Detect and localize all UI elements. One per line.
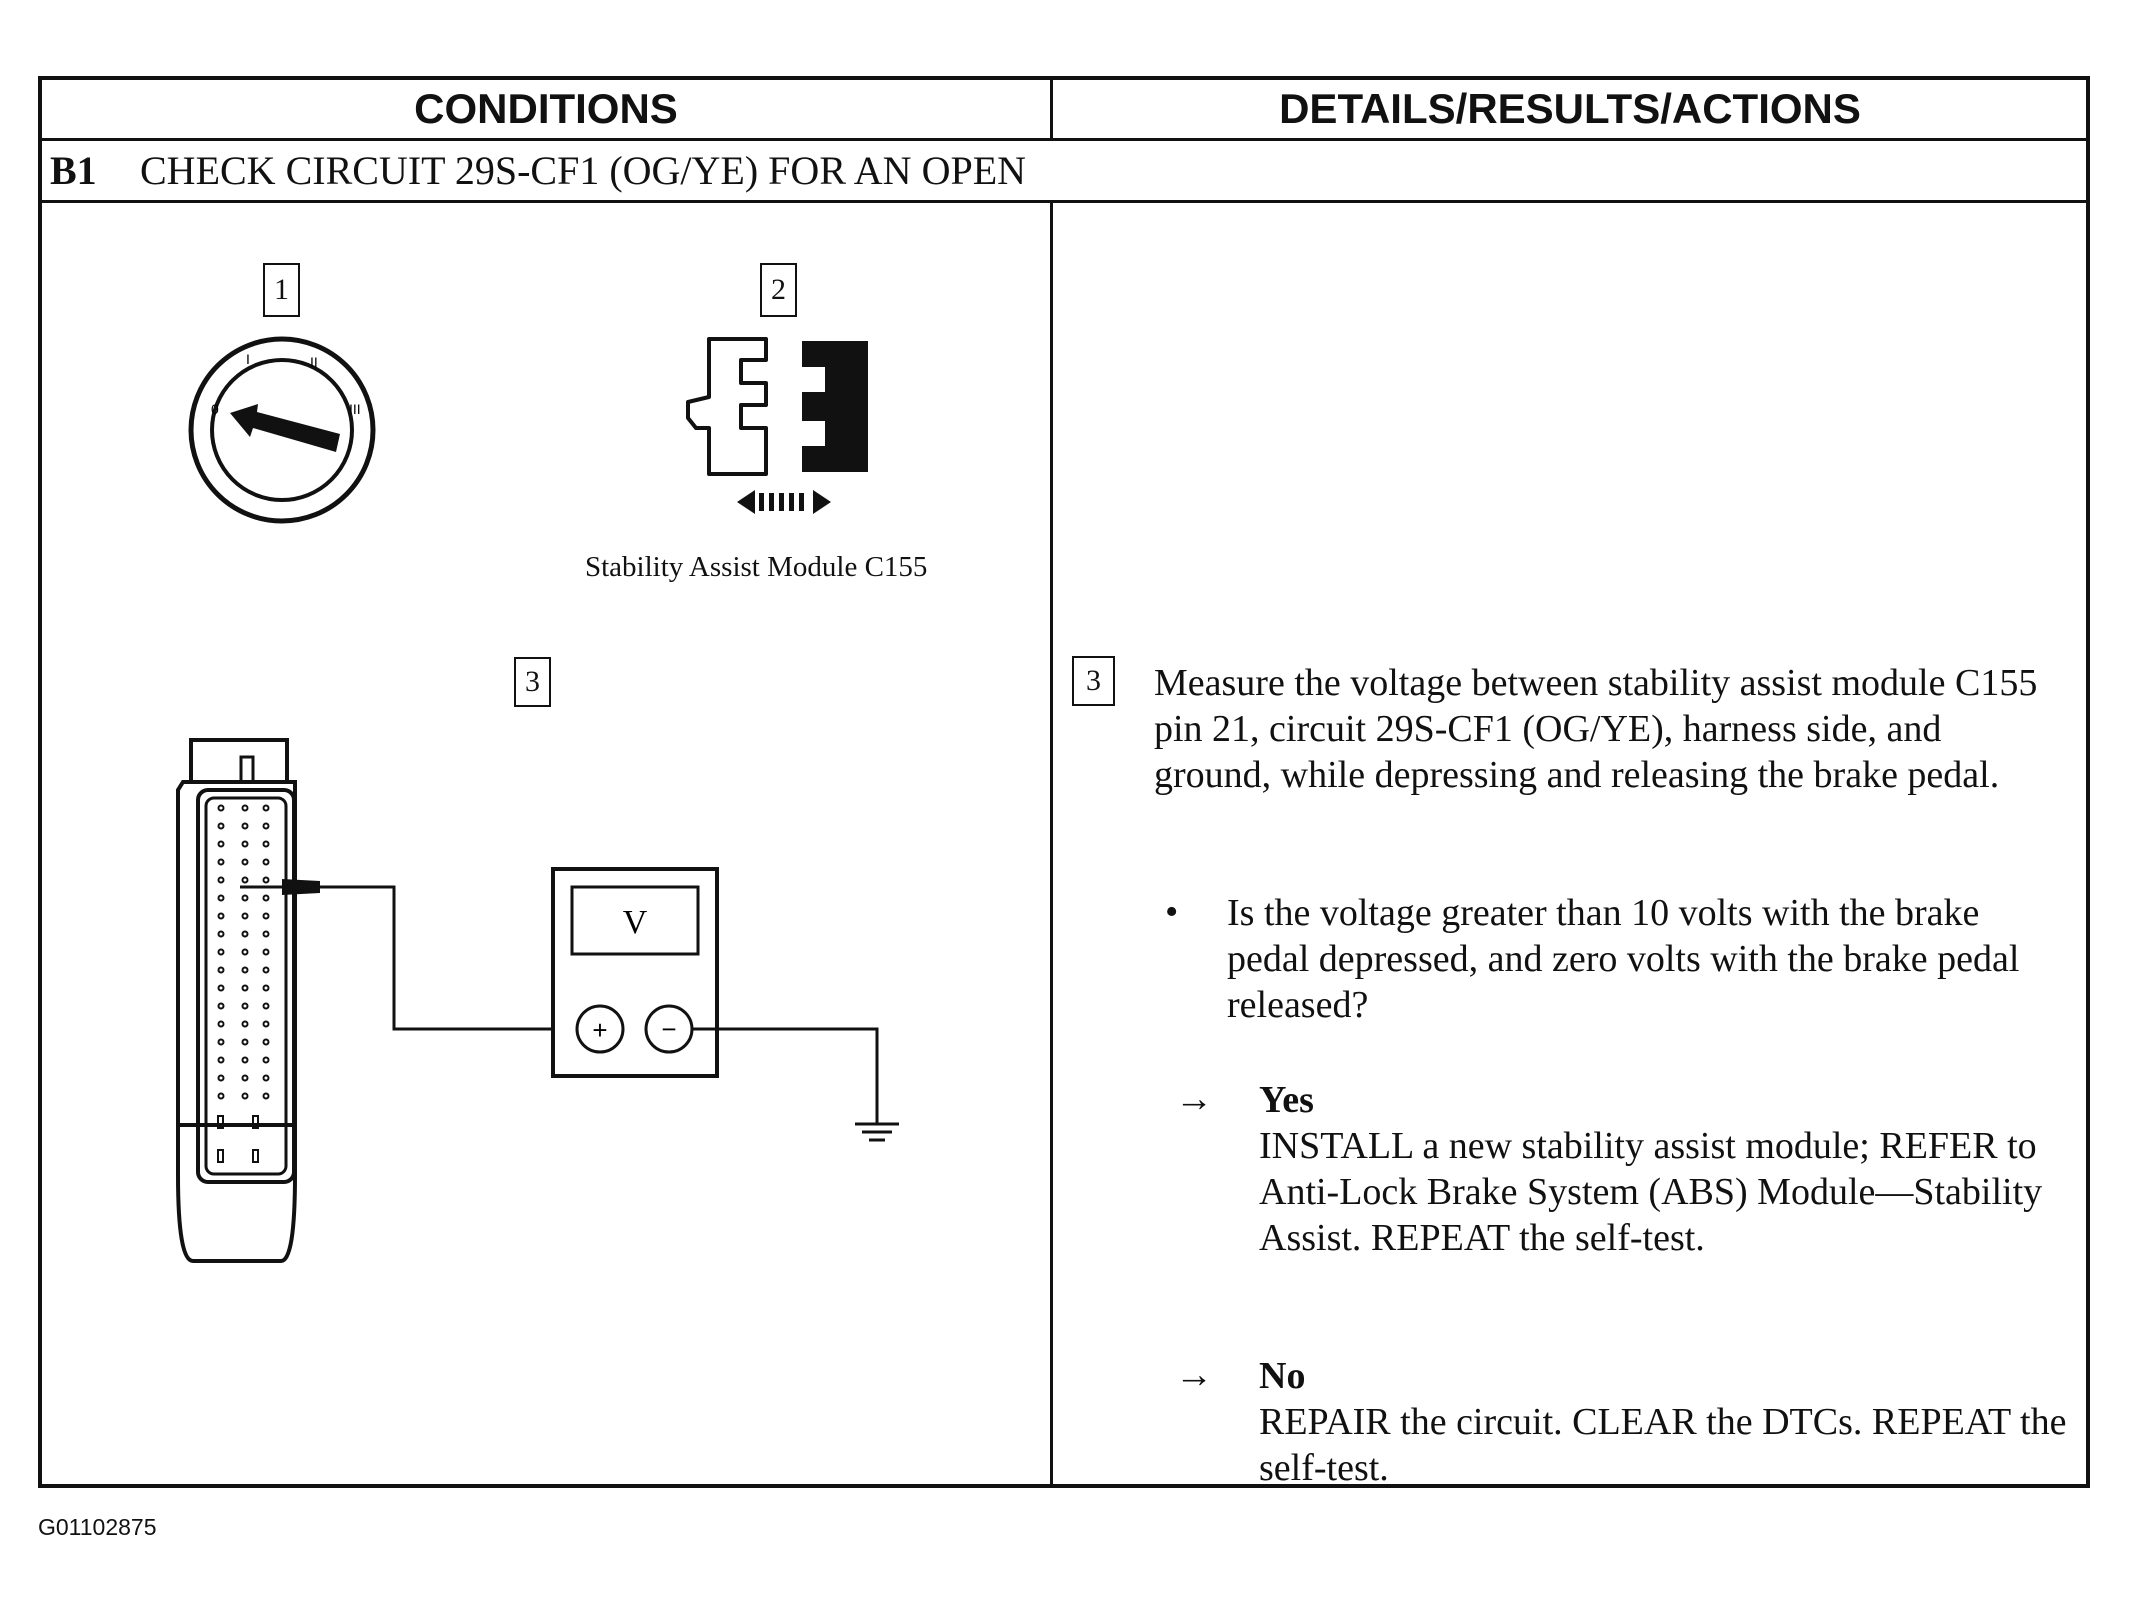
yes-arrow-icon: → [1175,1078,1213,1120]
callout-1: 1 [263,263,300,317]
step-title-row: B1 CHECK CIRCUIT 29S-CF1 (OG/YE) FOR AN … [42,141,2086,203]
procedure-table: CONDITIONS DETAILS/RESULTS/ACTIONS B1 CH… [38,76,2090,1488]
measure-instruction: Measure the voltage between stability as… [1154,662,2038,796]
callout-3-conditions: 3 [514,657,551,707]
details-header: DETAILS/RESULTS/ACTIONS [1279,85,1861,132]
step-title: CHECK CIRCUIT 29S-CF1 (OG/YE) FOR AN OPE… [140,148,1027,193]
yes-label: Yes [1259,1079,1314,1121]
step-id: B1 [50,148,97,193]
callout-2: 2 [760,263,797,317]
voltage-question: Is the voltage greater than 10 volts wit… [1227,892,2020,1026]
figure-id: G01102875 [38,1514,157,1540]
connector-caption: Stability Assist Module C155 [585,551,928,583]
no-action: REPAIR the circuit. CLEAR the DTCs. REPE… [1259,1401,2067,1489]
conditions-header: CONDITIONS [414,85,678,132]
column-divider [1050,203,1053,1484]
table-header-row: CONDITIONS DETAILS/RESULTS/ACTIONS [42,80,2086,141]
bullet: • [1165,891,1179,933]
no-arrow-icon: → [1175,1354,1213,1396]
no-label: No [1259,1355,1306,1397]
yes-action: INSTALL a new stability assist module; R… [1259,1125,2043,1259]
callout-3-details: 3 [1072,656,1115,706]
header-divider [1050,80,1053,141]
